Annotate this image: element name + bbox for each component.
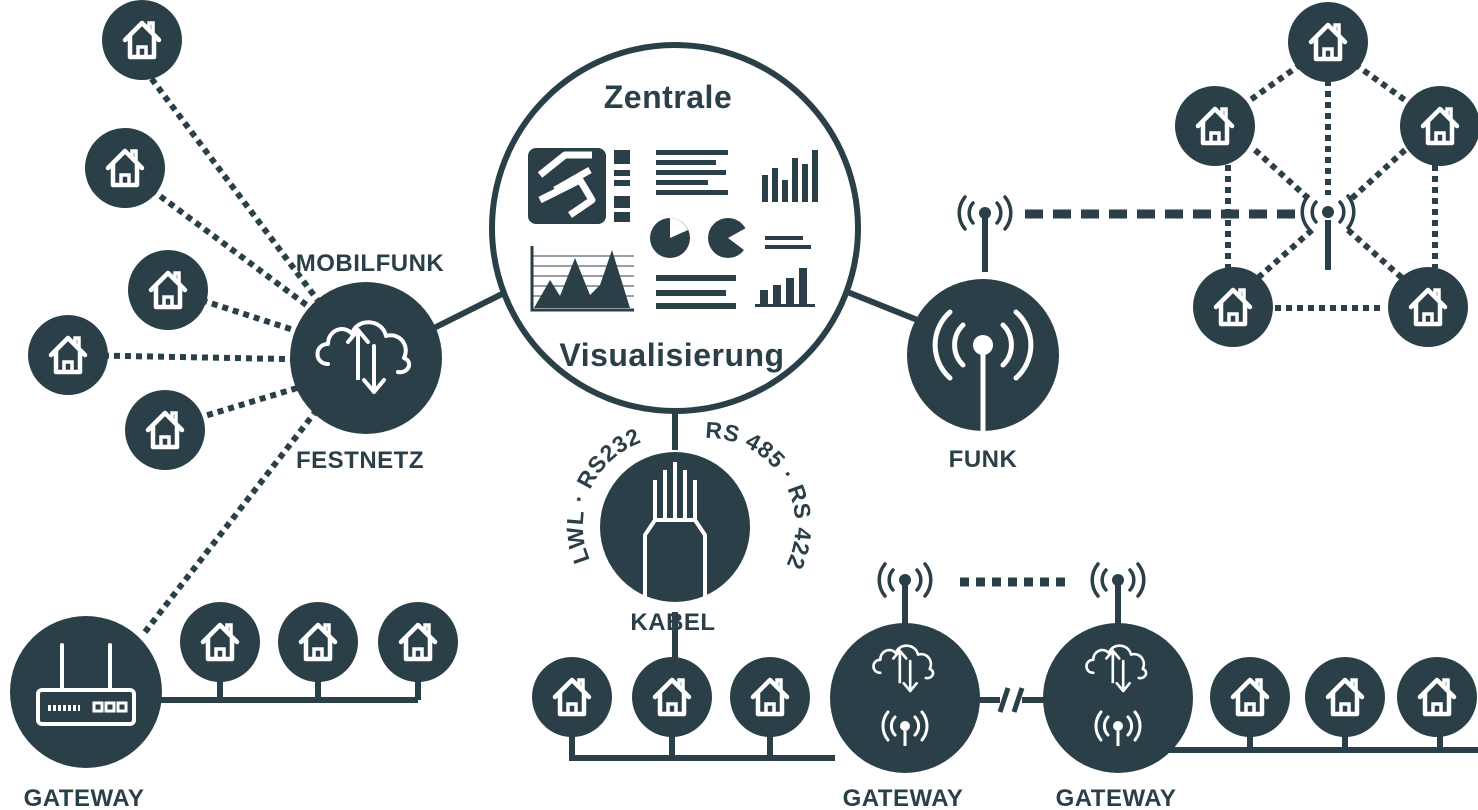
link-house-5 xyxy=(164,372,341,431)
label-gateway-left: GATEWAY xyxy=(24,785,145,810)
house-left-2 xyxy=(85,128,165,208)
bus-gateway-right xyxy=(1160,730,1478,753)
router-icon xyxy=(36,643,136,726)
house-left-5 xyxy=(125,390,205,470)
house-gw-right-3 xyxy=(1397,657,1477,737)
gateway-right xyxy=(1043,623,1193,773)
house-gw-left-2 xyxy=(278,602,358,682)
gateway-left xyxy=(10,616,162,768)
kabel-node xyxy=(600,452,750,602)
label-kabel: KABEL xyxy=(630,609,715,636)
label-festnetz: FESTNETZ xyxy=(296,447,424,474)
bus-gateway-left xyxy=(150,680,421,703)
label-gateway-right: GATEWAY xyxy=(1056,785,1177,810)
pie-chart-icon xyxy=(650,218,749,258)
house-mesh-bottom-left xyxy=(1193,267,1273,347)
house-kabel-2 xyxy=(632,657,712,737)
house-left-1 xyxy=(102,0,182,80)
house-gw-right-2 xyxy=(1305,657,1385,737)
house-left-4 xyxy=(28,315,108,395)
break-mark-1 xyxy=(997,687,1011,713)
fiber-cable-icon xyxy=(643,462,707,602)
label-gateway-mid: GATEWAY xyxy=(843,785,964,810)
gateway-mid xyxy=(830,623,980,773)
house-mesh-top xyxy=(1288,2,1368,82)
mesh-link-8 xyxy=(1248,227,1314,288)
step-bar-icon xyxy=(755,268,815,307)
central-node: Zentrale Visualisierung xyxy=(489,42,861,414)
funk-node xyxy=(907,279,1059,433)
cloud-hub xyxy=(290,282,442,434)
mesh-link-9 xyxy=(1346,227,1412,288)
label-funk: FUNK xyxy=(949,446,1018,473)
link-house-2 xyxy=(123,167,342,333)
break-mark-2 xyxy=(1011,687,1025,713)
center-subtitle: Visualisierung xyxy=(559,337,784,373)
hbar-icon xyxy=(656,275,736,309)
house-gw-right-1 xyxy=(1210,657,1290,737)
label-mobilfunk: MOBILFUNK xyxy=(296,250,445,277)
mesh-link-6 xyxy=(1252,147,1313,203)
dash-lines-icon xyxy=(765,236,811,249)
house-mesh-right xyxy=(1400,86,1478,166)
area-chart-icon xyxy=(530,246,634,312)
bar-chart-icon xyxy=(762,150,818,202)
house-gw-left-1 xyxy=(180,602,260,682)
logo-icon xyxy=(528,148,630,224)
house-kabel-3 xyxy=(730,657,810,737)
text-lines-icon xyxy=(656,150,728,195)
bus-kabel xyxy=(569,612,835,761)
house-mesh-left xyxy=(1175,86,1255,166)
center-title: Zentrale xyxy=(604,79,732,115)
mesh-link-7 xyxy=(1347,147,1408,203)
link-gateway-left xyxy=(142,378,343,634)
house-kabel-1 xyxy=(532,657,612,737)
house-mesh-bottom-right xyxy=(1388,267,1468,347)
antenna-icon xyxy=(932,309,1034,433)
house-left-3 xyxy=(128,250,208,330)
house-gw-left-3 xyxy=(378,602,458,682)
